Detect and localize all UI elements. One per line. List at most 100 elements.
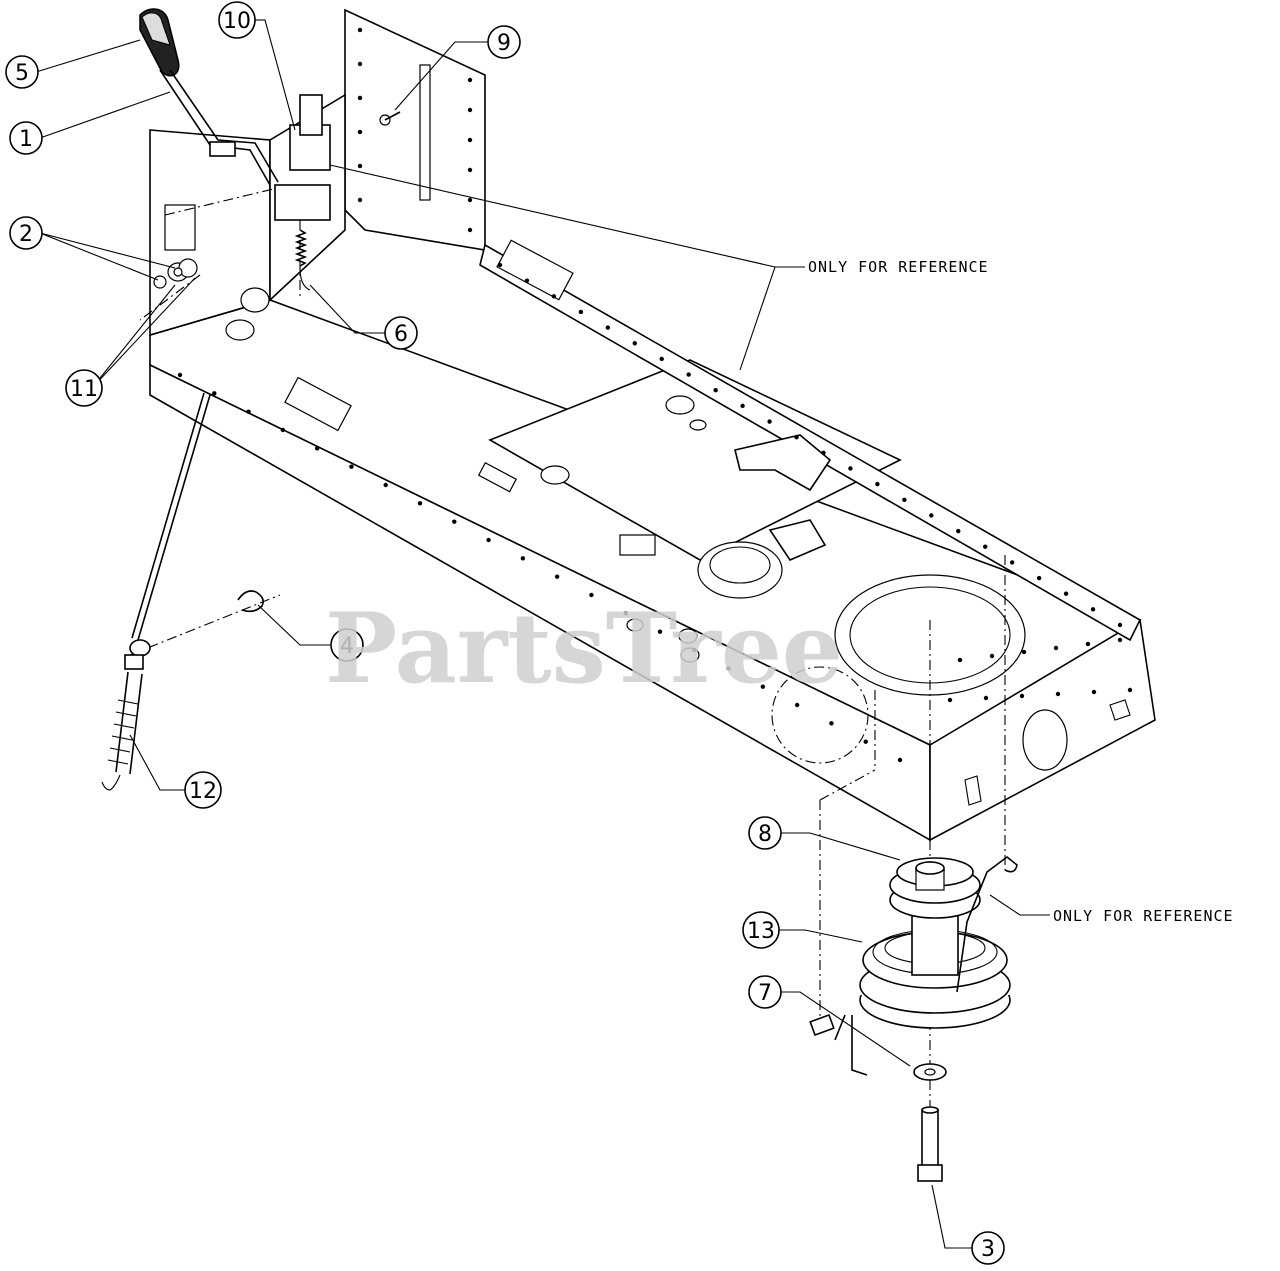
frame-hole [605,325,611,330]
frame-hole [1085,641,1091,647]
svg-text:2: 2 [19,222,33,247]
frame-hole [383,482,388,488]
frame-hole [357,163,363,169]
callout-13: 13 [742,911,780,949]
frame-hole [357,197,363,203]
frame-hole [1019,693,1025,699]
svg-text:8: 8 [758,822,772,847]
frame-hole [1053,645,1059,651]
frame-hole [486,537,491,543]
frame-hole [349,464,354,469]
frame-hole [1117,637,1123,643]
frame-hole [467,107,473,113]
frame-hole [357,61,363,67]
frame-hole [957,657,963,663]
frame-hole [357,95,363,101]
frame-hole [989,653,995,659]
frame-hole [947,697,953,703]
frame-hole [902,497,907,502]
flat-washer [913,1063,947,1081]
watermark-text: PartsTree [325,592,843,705]
frame-hole [467,227,473,233]
frame-hole [554,574,560,579]
frame-hole [1055,691,1061,697]
lever-bracket [274,94,401,221]
frame-hole [452,519,457,524]
callout-10: 10 [218,1,256,39]
lever-spring [294,229,311,291]
frame-hole [713,388,718,393]
svg-text:11: 11 [70,377,98,402]
leader-lines [35,19,1050,1249]
frame-hole [589,592,594,598]
hex-bolt [809,1013,835,1037]
frame-hole [357,129,363,135]
svg-text:1: 1 [19,127,33,152]
frame-hole [280,427,286,433]
callout-1: 1 [9,121,43,155]
frame-hole [657,629,663,634]
frame-hole [848,466,853,471]
svg-text:4: 4 [340,634,354,659]
frame-hole [659,356,664,362]
callout-12: 12 [184,771,222,809]
frame-hole [929,513,934,518]
frame-hole [551,294,557,299]
idler-pulley-assembly [859,857,1011,1029]
frame-hole [821,450,826,456]
frame-hole [897,757,903,763]
frame-hole [956,528,961,534]
frame-hole [1117,622,1123,628]
callouts: 5 1 2 11 10 9 6 4 12 8 13 7 3 [5,1,1005,1265]
lift-lever [159,69,279,186]
callout-9: 9 [487,25,521,59]
frame-hole [794,702,800,708]
callout-6: 6 [384,316,418,350]
frame-hole [246,409,251,414]
hairpin-clip [237,590,264,613]
frame-hole [686,372,691,377]
callout-8: 8 [748,816,782,850]
frame-hole [357,27,363,33]
frame-hole [632,341,637,346]
svg-text:3: 3 [981,1237,995,1262]
svg-text:10: 10 [223,9,251,34]
callout-4: 4 [330,628,364,662]
frame-hole [983,695,989,701]
frame-hole [520,556,526,561]
frame-hole [1036,575,1042,581]
svg-text:6: 6 [394,322,408,347]
frame-hole [983,544,988,549]
frame-hole [497,262,503,268]
frame-hole [760,684,766,689]
frame-hole [417,501,423,506]
shoulder-bolt [917,1106,943,1182]
frame-hole [740,403,745,409]
reference-label-frame: ONLY FOR REFERENCE [808,258,989,276]
frame-hole [623,611,628,616]
lever-grip [139,8,180,77]
frame-hole [863,739,868,744]
svg-text:7: 7 [758,981,772,1006]
frame-hole [875,481,880,487]
frame-hole [524,278,530,283]
callout-3: 3 [971,1231,1005,1265]
svg-text:5: 5 [15,61,29,86]
callout-7: 7 [748,975,782,1009]
frame-hole [1090,607,1096,612]
frame-hole [177,372,183,378]
tractor-frame [149,8,1156,842]
callout-5: 5 [5,55,39,89]
frame-hole [1063,591,1069,596]
reference-bracket [834,855,1018,1076]
frame-hole [578,309,584,315]
frame-hole [1009,560,1015,565]
reference-label-bracket: ONLY FOR REFERENCE [1053,907,1234,925]
frame-hole [692,647,697,653]
washers-and-bolts [153,258,198,289]
frame-hole [467,77,473,83]
frame-hole [467,167,473,173]
frame-hole [1021,649,1027,655]
frame-hole [1127,687,1133,693]
